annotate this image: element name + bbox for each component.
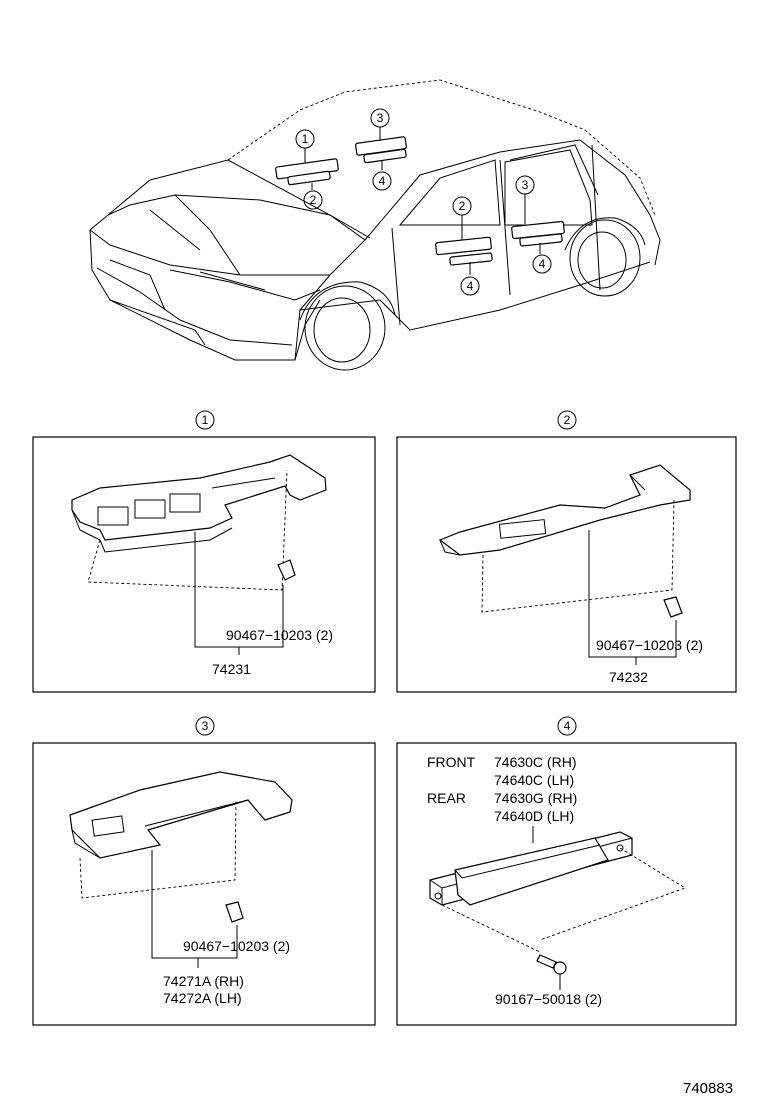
overview-callout-3a: 3 — [370, 108, 390, 128]
panel-4-rear-part-lh: 74640D (LH) — [494, 808, 574, 824]
panel-2: 2 90467−10203 (2) 74232 — [396, 410, 737, 693]
panel-3-callout-number: 3 — [202, 719, 209, 733]
panel-1-callout — [195, 410, 215, 430]
overview-callout-2: 2 — [452, 196, 472, 216]
panel-3-clip-part-number: 90467−10203 (2) — [183, 938, 290, 954]
svg-text:4: 4 — [467, 279, 474, 293]
svg-text:2: 2 — [310, 193, 317, 207]
overview-callout-4c: 4 — [460, 276, 480, 296]
svg-text:4: 4 — [539, 257, 546, 271]
svg-text:4: 4 — [379, 174, 386, 188]
panel-1-clip-part-number: 90467−10203 (2) — [226, 627, 333, 643]
panel-4-rear-label: REAR — [427, 790, 466, 806]
panel-2-clip-part-number: 90467−10203 (2) — [596, 637, 703, 653]
panel-4-rear-part-rh: 74630G (RH) — [494, 790, 577, 806]
panel-2-part-number: 74232 — [609, 669, 648, 685]
svg-text:3: 3 — [522, 178, 529, 192]
panel-4-callout-number: 4 — [564, 719, 571, 733]
svg-text:3: 3 — [377, 111, 384, 125]
overview-callout-4b: 4 — [372, 171, 392, 191]
panel-4-front-part-rh: 74630C (RH) — [494, 754, 576, 770]
panel-4-front-label: FRONT — [427, 754, 476, 770]
panel-1-callout-number: 1 — [202, 413, 209, 427]
panel-3: 3 90467−10203 (2) 74271A (RH) 74272A (LH… — [32, 716, 376, 1026]
panel-4-screw-part-number: 90167−50018 (2) — [495, 991, 602, 1007]
svg-text:2: 2 — [459, 199, 466, 213]
panel-4-callout — [557, 716, 577, 736]
panel-2-callout — [557, 410, 577, 430]
panel-1: 1 90467−10203 (2) 74231 — [32, 410, 376, 693]
panel-2-callout-number: 2 — [564, 413, 571, 427]
panel-4-front-part-lh: 74640C (LH) — [494, 772, 574, 788]
overview-callout-1: 1 — [295, 129, 315, 149]
car-illustration — [89, 79, 661, 371]
overview-callout-4a: 2 — [303, 190, 323, 210]
svg-text:1: 1 — [302, 132, 309, 146]
panel-3-part-number-lh: 74272A (LH) — [163, 990, 242, 1006]
panel-3-callout — [195, 716, 215, 736]
overview-callout-3b: 3 — [515, 175, 535, 195]
overview-callout-4d: 4 — [532, 254, 552, 274]
diagram-number: 740883 — [683, 1080, 733, 1097]
panel-3-part-number-rh: 74271A (RH) — [163, 973, 244, 989]
panel-1-part-number: 74231 — [212, 661, 251, 677]
panel-4: 4 FRONT 74630C (RH) 74640C (LH) REAR 746… — [396, 716, 737, 1026]
